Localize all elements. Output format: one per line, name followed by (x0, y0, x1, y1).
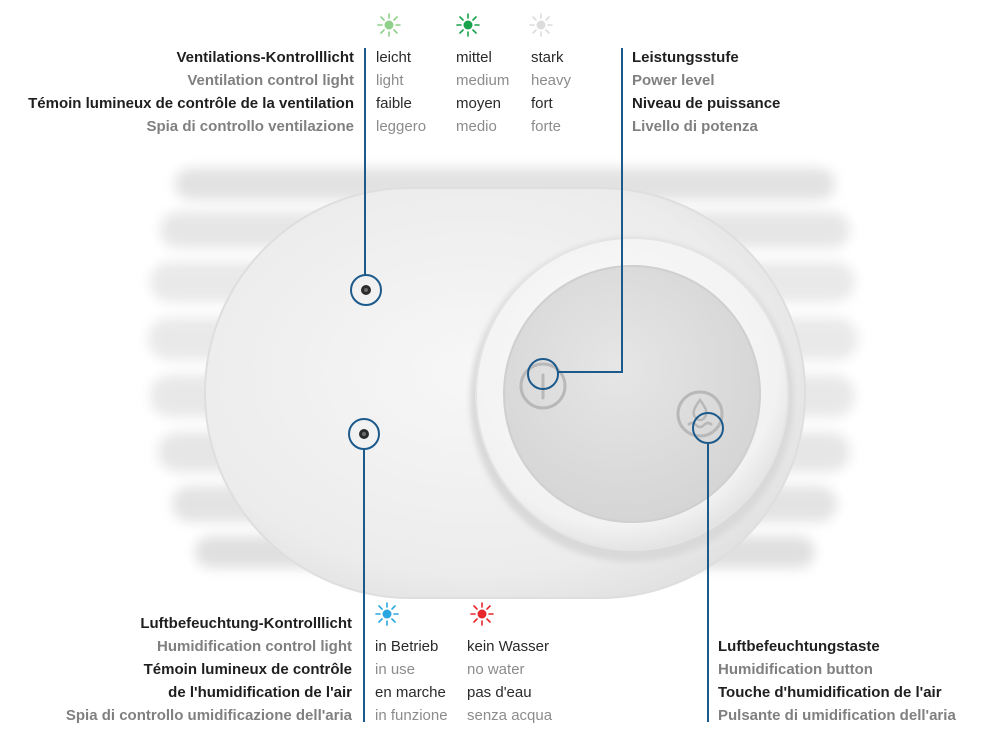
state-en: in use (375, 661, 416, 678)
state-en: heavy (531, 72, 572, 89)
ventilation-light-fr: Témoin lumineux de contrôle de la ventil… (28, 95, 354, 112)
state-en: light (376, 72, 404, 89)
humidification-button-it: Pulsante di umidification dell'aria (718, 707, 956, 724)
state-fr: en marche (375, 684, 446, 701)
state-fr: moyen (456, 95, 502, 112)
state-en: no water (467, 661, 525, 678)
humidification-button-label: Luftbefeuchtungstaste Humidification but… (718, 635, 956, 727)
power-level-it: Livello di potenza (632, 118, 758, 135)
ventilation-light-de: Ventilations-Kontrolllicht (176, 49, 354, 66)
state-de: mittel (456, 49, 492, 66)
humidification-light-en: Humidification control light (157, 638, 352, 655)
ventilation-state-medium: mittel medium moyen medio (456, 46, 509, 138)
humidification-light-target-circle (348, 418, 380, 450)
state-de: stark (531, 49, 564, 66)
led-green-icon (456, 13, 480, 37)
state-it: in funzione (375, 707, 448, 724)
led-blue-icon (375, 602, 399, 626)
ventilation-callout (350, 48, 382, 306)
ventilation-state-light: leicht light faible leggero (376, 46, 426, 138)
humidification-button-target-circle (692, 412, 724, 444)
led-red-icon (470, 602, 494, 626)
humidification-light-callout (348, 418, 380, 722)
state-it: leggero (376, 118, 427, 135)
state-en: medium (456, 72, 510, 89)
humidification-button-de: Luftbefeuchtungstaste (718, 638, 880, 655)
humidification-light-de: Luftbefeuchtung-Kontrolllicht (140, 615, 352, 632)
power-level-button (519, 362, 567, 410)
state-it: forte (531, 118, 562, 135)
humidification-state-no-water: kein Wasser no water pas d'eau senza acq… (467, 635, 552, 727)
ventilation-light-it: Spia di controllo ventilazione (146, 118, 354, 135)
humidification-light-label: Luftbefeuchtung-Kontrolllicht Humidifica… (66, 612, 352, 727)
state-fr: faible (376, 95, 412, 112)
humidification-light-fr-2: de l'humidification de l'air (168, 684, 352, 701)
led-grey-icon (529, 13, 553, 37)
humidification-button-callout (692, 412, 724, 722)
humidification-light-it: Spia di controllo umidificazione dell'ar… (65, 707, 352, 724)
power-level-fr: Niveau de puissance (632, 95, 781, 112)
power-level-leader-line (558, 48, 623, 373)
state-fr: pas d'eau (467, 684, 532, 701)
ventilation-light-en: Ventilation control light (187, 72, 354, 89)
humidification-state-in-use: in Betrieb in use en marche in funzione (375, 635, 448, 727)
power-level-de: Leistungsstufe (632, 49, 739, 66)
state-it: medio (456, 118, 497, 135)
state-de: leicht (376, 49, 412, 66)
power-level-target-circle (527, 358, 559, 390)
ventilation-target-circle (350, 274, 382, 306)
power-level-en: Power level (632, 72, 715, 89)
state-it: senza acqua (467, 707, 553, 724)
power-level-callout (527, 48, 623, 390)
led-light-green-icon (377, 13, 401, 37)
humidification-button-en: Humidification button (718, 661, 873, 678)
ventilation-light-label: Ventilations-Kontrolllicht Ventilation c… (28, 46, 354, 138)
state-fr: fort (531, 95, 553, 112)
power-level-label: Leistungsstufe Power level Niveau de pui… (632, 46, 780, 138)
ventilation-state-heavy: stark heavy fort forte (531, 46, 571, 138)
humidification-light-fr-1: Témoin lumineux de contrôle (143, 661, 352, 678)
state-de: kein Wasser (467, 638, 549, 655)
humidification-button-fr: Touche d'humidification de l'air (718, 684, 942, 701)
state-de: in Betrieb (375, 638, 439, 655)
control-face (503, 265, 761, 523)
humidification-button (676, 390, 724, 438)
